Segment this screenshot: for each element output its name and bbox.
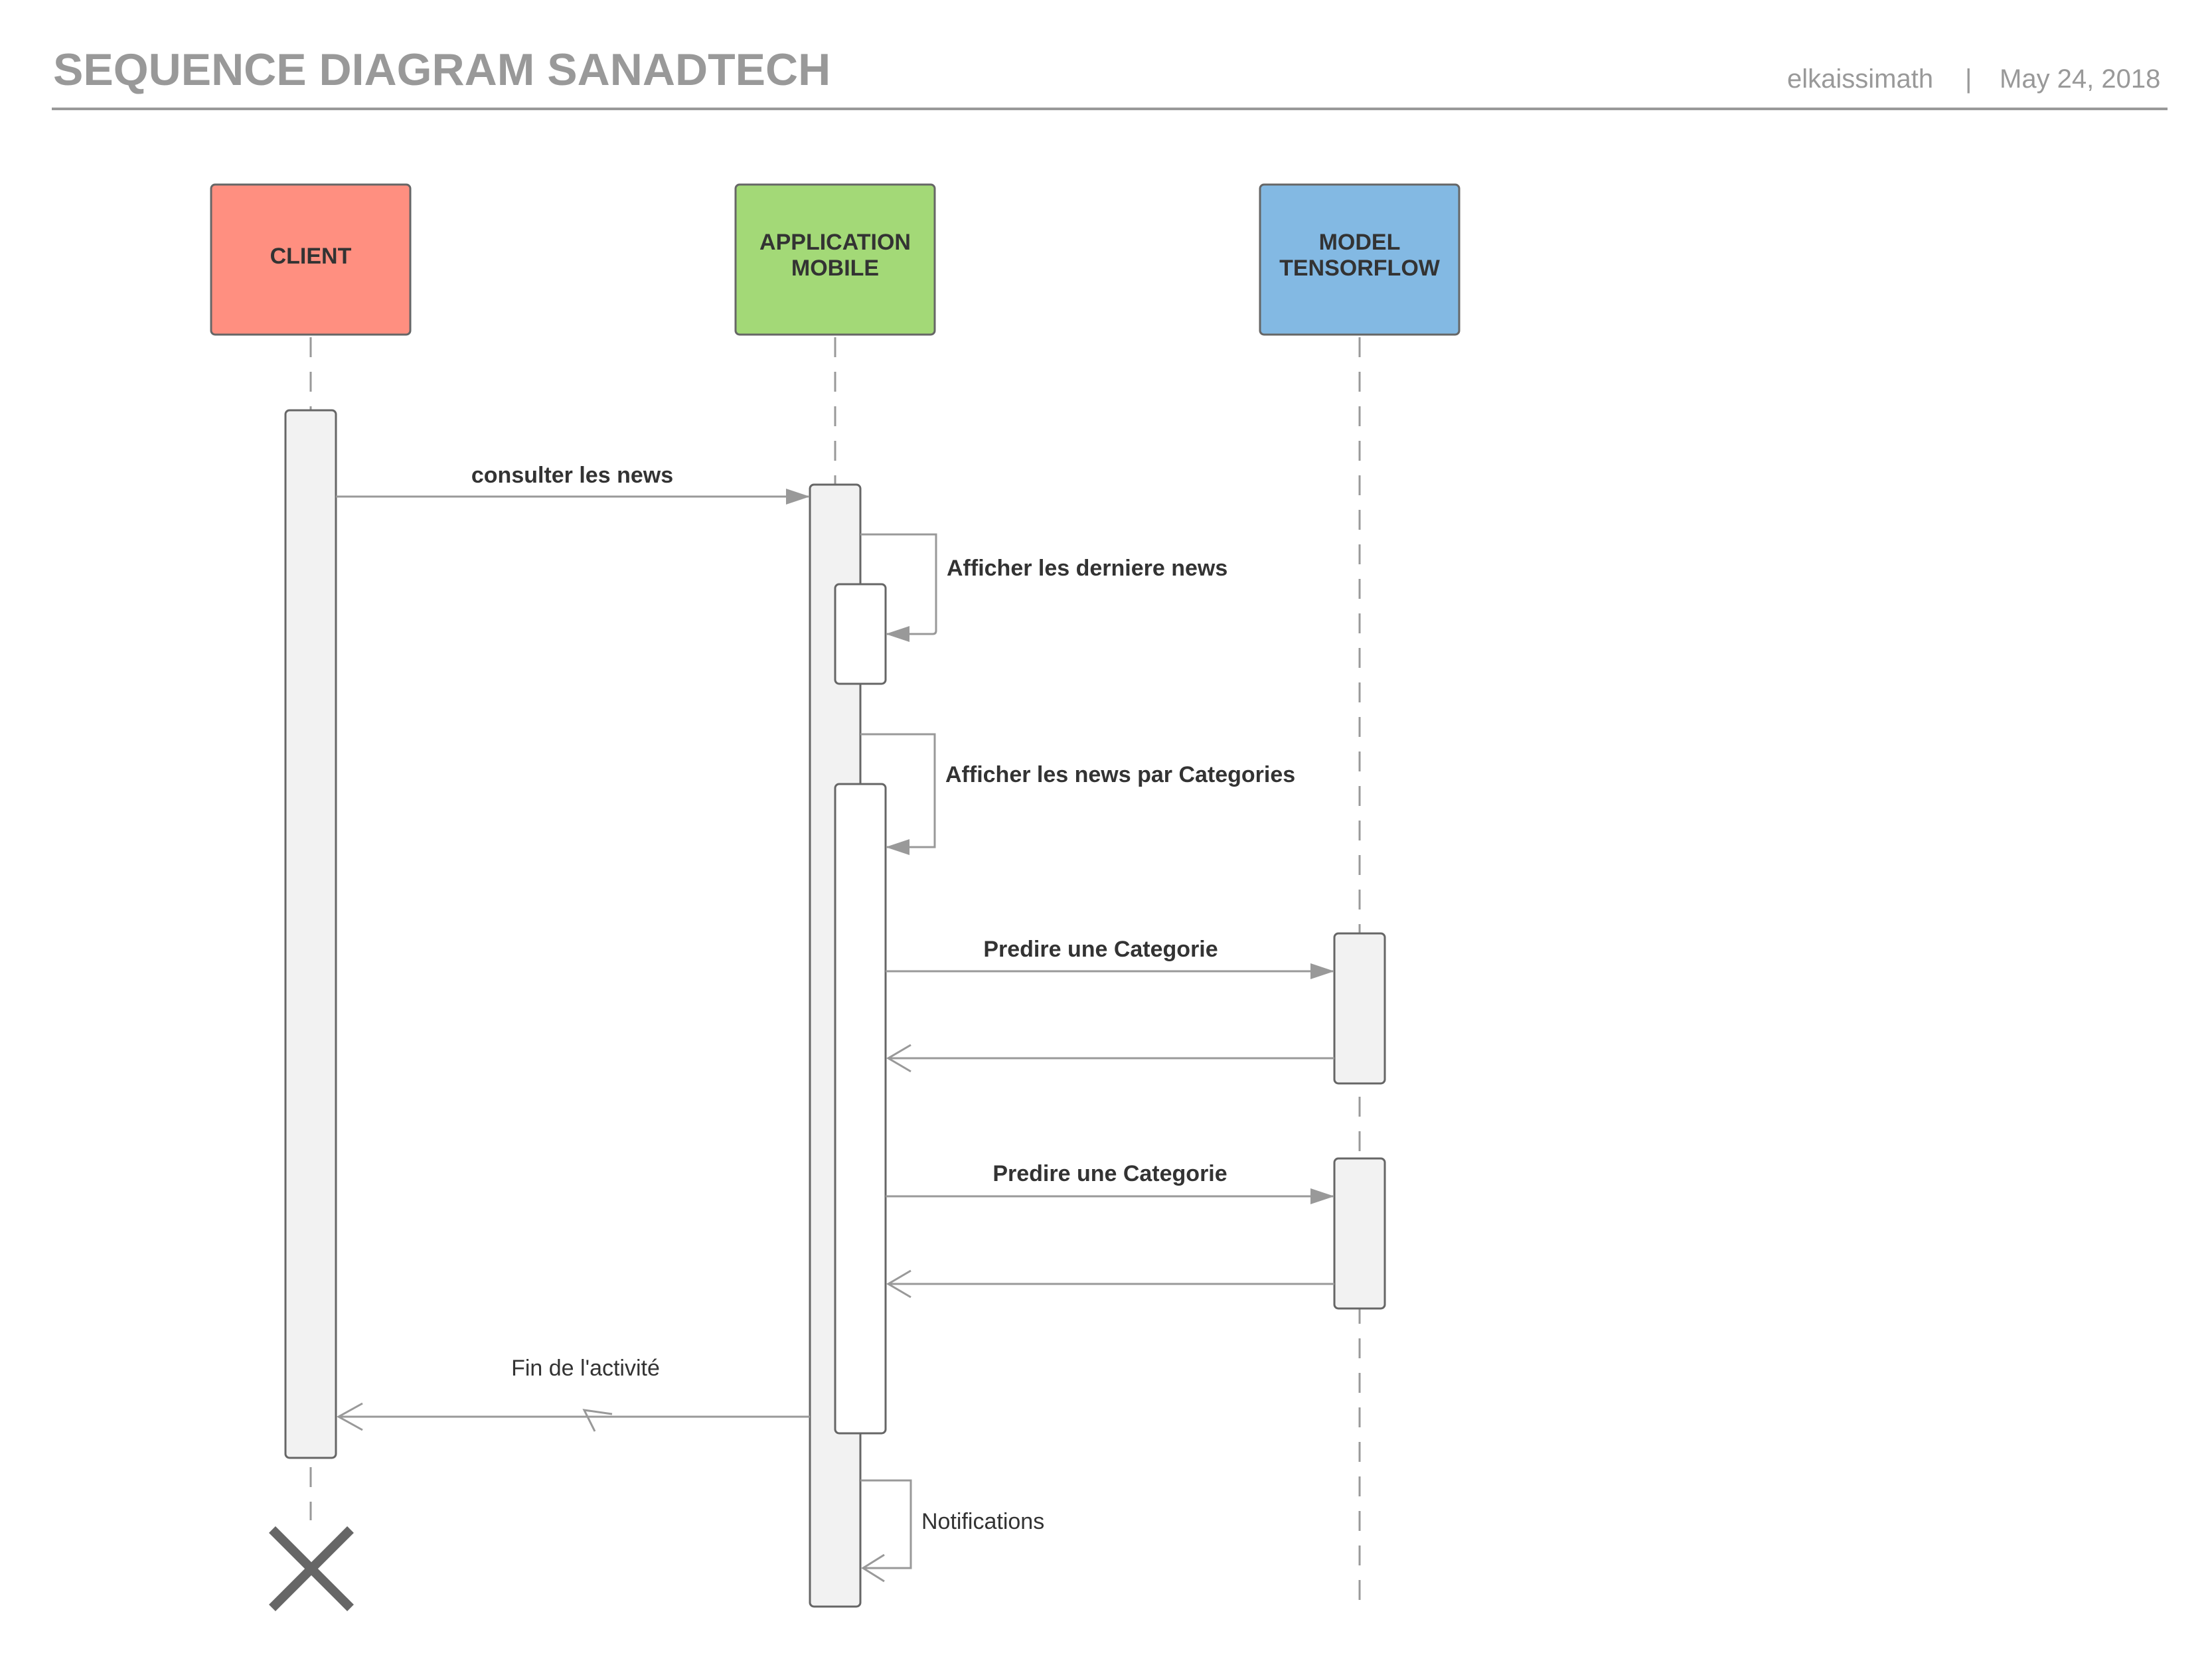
participant-app: APPLICATION MOBILE xyxy=(734,183,936,336)
participant-client-box xyxy=(210,183,412,336)
diagram-title: SEQUENCE DIAGRAM SANADTECH xyxy=(53,44,830,95)
client-activation-bar xyxy=(284,409,337,1459)
message-self2-label: Afficher les news par Categories xyxy=(945,762,1295,787)
message-predict2-return-head xyxy=(886,1269,911,1299)
message-predict1-return-head xyxy=(886,1044,911,1073)
client-destroy-icon xyxy=(269,1526,354,1611)
app-nested-activation-2 xyxy=(834,783,887,1435)
message-end-arrow-head xyxy=(336,1402,363,1431)
participant-model-label-line2: TENSORFLOW xyxy=(1279,256,1441,281)
participant-client: CLIENT xyxy=(210,183,412,336)
author-label: elkaissimath xyxy=(1787,64,1933,94)
model-activation-bar-2 xyxy=(1333,1157,1386,1310)
message-notif-label: Notifications xyxy=(921,1509,1044,1534)
participant-model-box xyxy=(1259,183,1461,336)
message-notif-arrow-head xyxy=(861,1553,885,1583)
participant-app-label-line2: MOBILE xyxy=(791,256,879,281)
participant-app-box xyxy=(734,183,936,336)
message-end-label: Fin de l'activité xyxy=(511,1356,660,1381)
participant-model-label-line1: MODEL xyxy=(1319,230,1401,255)
message-self2-arrow xyxy=(860,733,936,855)
participant-model: MODEL TENSORFLOW xyxy=(1259,183,1461,336)
message-end-midpoint-mark xyxy=(582,1409,613,1432)
app-nested-activation-1 xyxy=(834,583,887,685)
message-self1-arrow xyxy=(860,533,937,642)
message-predict2-label: Predire une Categorie xyxy=(992,1161,1227,1186)
message-self1-label: Afficher les derniere news xyxy=(947,556,1227,581)
date-label: May 24, 2018 xyxy=(2000,64,2160,94)
participant-app-label-line1: APPLICATION xyxy=(759,230,911,255)
model-activation-bar-1 xyxy=(1333,932,1386,1085)
message-predict1-label: Predire une Categorie xyxy=(983,937,1218,962)
participant-client-label: CLIENT xyxy=(270,244,352,269)
header-separator: | xyxy=(1965,64,1972,94)
message-notif-arrow xyxy=(860,1479,912,1569)
message-consult-label: consulter les news xyxy=(471,463,673,488)
